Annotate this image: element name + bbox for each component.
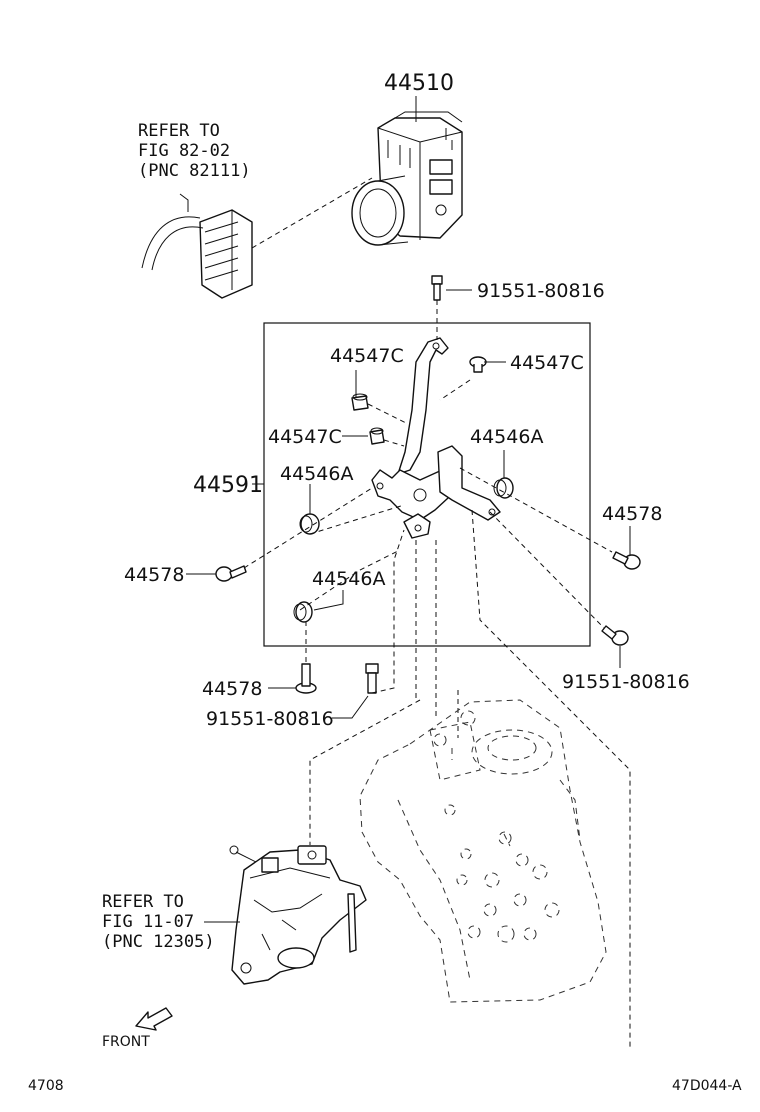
engine-mount: [229, 845, 367, 985]
bolt-91551-top[interactable]: [431, 275, 443, 301]
leader-lines: [179, 96, 631, 923]
label-cushion-a-left: 44546A: [280, 463, 353, 485]
engine-block: [359, 699, 607, 1003]
label-bolt-44578-right: 44578: [602, 503, 662, 525]
label-cushion-a-right: 44546A: [470, 426, 543, 448]
label-cushion-a-bottom: 44546A: [312, 568, 385, 590]
abs-actuator[interactable]: [351, 111, 463, 246]
cushion-44546a-bottom[interactable]: [293, 601, 313, 623]
assembly-dashed-lines: [243, 300, 631, 1050]
label-cushion-c-mid-left: 44547C: [268, 426, 342, 448]
mount-ref-line2: FIG 11-07: [102, 912, 194, 932]
front-arrow-icon: [135, 1007, 173, 1031]
label-bolt-44578-bottom: 44578: [202, 678, 262, 700]
wiring-ref-line1: REFER TO: [138, 121, 220, 141]
label-cushion-c-top-right: 44547C: [510, 352, 584, 374]
cushion-44547c-top-right[interactable]: [469, 356, 487, 373]
wiring-ref-line3: (PNC 82111): [138, 161, 251, 181]
bolt-91551-right[interactable]: [601, 625, 629, 646]
mount-ref-line1: REFER TO: [102, 892, 184, 912]
drawing-code: 47D044-A: [672, 1078, 742, 1094]
wiring-reference-note: REFER TO FIG 82-02 (PNC 82111): [138, 121, 251, 181]
label-bolt-91551-right: 91551-80816: [562, 671, 690, 693]
engine-mount-reference-note: REFER TO FIG 11-07 (PNC 12305): [102, 892, 215, 952]
bolt-44578-left[interactable]: [215, 565, 247, 582]
label-actuator: 44510: [384, 71, 454, 96]
label-bolt-44578-left: 44578: [124, 564, 184, 586]
cushion-44546a-right[interactable]: [493, 477, 514, 499]
mount-ref-line3: (PNC 12305): [102, 932, 215, 952]
bolt-44578-bottom[interactable]: [295, 663, 317, 694]
cushion-44546a-left[interactable]: [299, 513, 320, 535]
bolt-44578-right[interactable]: [612, 551, 641, 570]
page-number: 4708: [28, 1078, 64, 1094]
label-bolt-91551-bottom: 91551-80816: [206, 708, 334, 730]
label-cushion-c-top-left: 44547C: [330, 345, 404, 367]
cushion-44547c-mid-left[interactable]: [369, 427, 385, 445]
front-label: FRONT: [102, 1034, 150, 1050]
cushion-44547c-top-left[interactable]: [351, 393, 369, 411]
label-bracket-assembly: 44591: [193, 473, 263, 498]
label-bolt-91551-top: 91551-80816: [477, 280, 605, 302]
bracket[interactable]: [371, 337, 501, 539]
wiring-ref-line2: FIG 82-02: [138, 141, 230, 161]
bolt-91551-bottom[interactable]: [365, 663, 379, 694]
wiring-connector[interactable]: [141, 209, 253, 299]
